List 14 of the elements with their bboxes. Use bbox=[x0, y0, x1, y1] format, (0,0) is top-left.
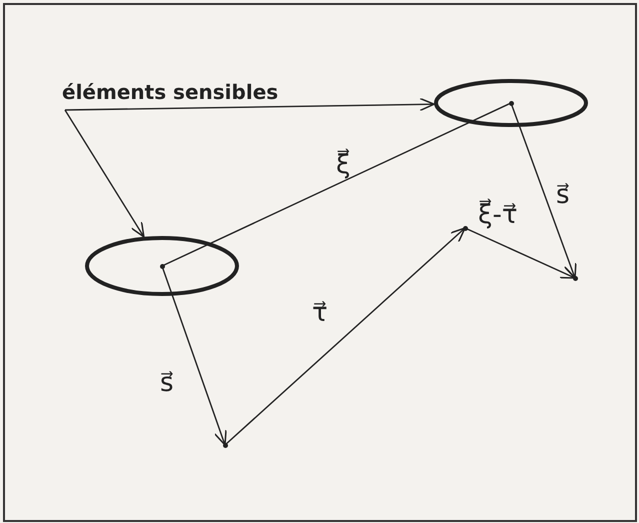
vertex-dot bbox=[222, 442, 228, 448]
vertex-dot bbox=[462, 226, 468, 230]
vertex-dot bbox=[160, 264, 164, 268]
vector-label: s⃗ bbox=[556, 180, 570, 210]
vector-label: τ⃗ bbox=[312, 298, 328, 328]
leader-arrow bbox=[64, 110, 145, 238]
vector-label: ξ⃗-τ⃗ bbox=[478, 200, 518, 230]
leader-arrow bbox=[64, 98, 435, 112]
caption-text: éléments sensibles bbox=[62, 80, 278, 104]
vector-arrow bbox=[224, 227, 466, 446]
vector-label: ξ⃗ bbox=[336, 150, 350, 180]
vertex-dot bbox=[508, 100, 514, 106]
vertex-dot bbox=[572, 276, 578, 280]
vector-label: s⃗ bbox=[160, 368, 174, 398]
